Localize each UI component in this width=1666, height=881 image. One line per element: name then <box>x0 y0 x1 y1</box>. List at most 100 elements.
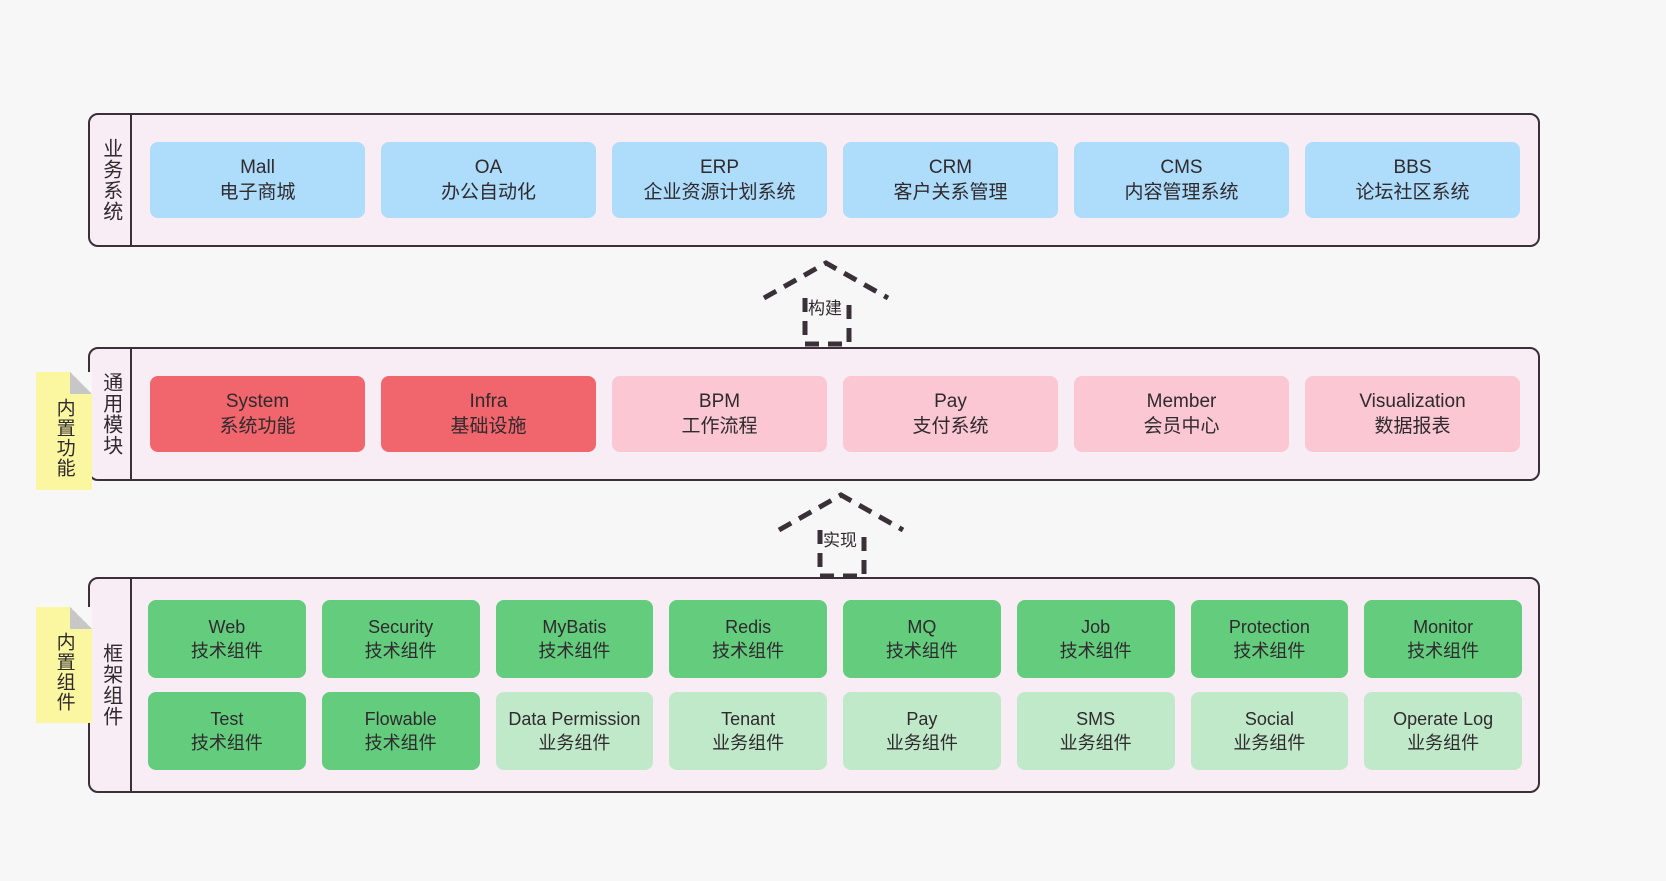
card-row: Web 技术组件 Security 技术组件 MyBatis 技术组件 Redi… <box>148 600 1522 678</box>
card-title-cn: 业务组件 <box>1407 733 1480 753</box>
card-title-cn: 工作流程 <box>681 416 758 437</box>
connector-implement: 实现 <box>765 490 945 579</box>
band-title-framework: 框架组件 <box>90 579 132 791</box>
card-title-en: SMS <box>1076 708 1116 729</box>
card-visualization[interactable]: Visualization 数据报表 <box>1305 376 1520 452</box>
card-title-cn: 系统功能 <box>219 416 296 437</box>
card-title-cn: 技术组件 <box>1233 641 1306 661</box>
card-mall[interactable]: Mall 电子商城 <box>150 142 365 218</box>
card-tenant[interactable]: Tenant 业务组件 <box>669 692 827 770</box>
card-title-en: Member <box>1146 390 1217 412</box>
dashed-stem-icon <box>817 530 867 579</box>
card-title-cn: 技术组件 <box>190 641 263 661</box>
sticky-note-builtin-features: 内置功能 <box>36 372 92 490</box>
card-sms[interactable]: SMS 业务组件 <box>1016 692 1175 770</box>
card-title-cn: 会员中心 <box>1143 416 1220 437</box>
card-title-cn: 技术组件 <box>712 641 785 661</box>
card-pay-business[interactable]: Pay 业务组件 <box>843 692 1001 770</box>
card-data-permission[interactable]: Data Permission 业务组件 <box>495 692 654 770</box>
card-title-cn: 数据报表 <box>1374 416 1451 437</box>
band-body-business: Mall 电子商城 OA 办公自动化 ERP 企业资源计划系统 CRM 客户关系… <box>132 115 1538 245</box>
card-title-en: System <box>225 390 290 412</box>
band-title-business: 业务系统 <box>90 115 132 245</box>
connector-label-build: 构建 <box>808 299 842 318</box>
card-redis[interactable]: Redis 技术组件 <box>669 600 827 678</box>
card-mybatis[interactable]: MyBatis 技术组件 <box>495 600 654 678</box>
band-body-common: System 系统功能 Infra 基础设施 BPM 工作流程 Pay 支付系统… <box>132 349 1538 479</box>
card-title-cn: 业务组件 <box>538 733 611 753</box>
card-title-en: Data Permission <box>508 708 641 729</box>
card-title-en: Flowable <box>364 708 437 729</box>
card-title-en: CRM <box>928 156 973 178</box>
card-title-cn: 办公自动化 <box>440 182 536 203</box>
card-title-cn: 业务组件 <box>1059 733 1132 753</box>
card-title-en: Pay <box>934 390 967 412</box>
card-title-en: ERP <box>699 156 740 178</box>
card-title-en: Test <box>210 708 244 729</box>
card-title-en: OA <box>474 156 503 178</box>
card-title-cn: 业务组件 <box>885 733 958 753</box>
card-title-cn: 企业资源计划系统 <box>643 182 796 203</box>
card-crm[interactable]: CRM 客户关系管理 <box>843 142 1058 218</box>
sticky-note-text: 内置功能 <box>53 398 75 478</box>
sticky-note-text: 内置组件 <box>53 632 75 712</box>
card-monitor[interactable]: Monitor 技术组件 <box>1364 600 1522 678</box>
card-row: Mall 电子商城 OA 办公自动化 ERP 企业资源计划系统 CRM 客户关系… <box>150 142 1520 218</box>
card-job[interactable]: Job 技术组件 <box>1016 600 1175 678</box>
card-title-cn: 业务组件 <box>712 733 785 753</box>
card-bpm[interactable]: BPM 工作流程 <box>612 376 827 452</box>
card-title-cn: 业务组件 <box>1233 733 1306 753</box>
card-infra[interactable]: Infra 基础设施 <box>381 376 596 452</box>
card-title-cn: 技术组件 <box>885 641 958 661</box>
card-title-en: Pay <box>906 708 938 729</box>
dashed-arrowhead-icon <box>762 260 890 301</box>
connector-build: 构建 <box>750 258 930 347</box>
card-title-cn: 技术组件 <box>1059 641 1132 661</box>
card-web[interactable]: Web 技术组件 <box>148 600 306 678</box>
card-title-cn: 内容管理系统 <box>1124 182 1239 203</box>
card-title-en: BBS <box>1393 156 1432 178</box>
card-title-en: CMS <box>1160 156 1203 178</box>
card-title-en: Operate Log <box>1393 708 1494 729</box>
card-test[interactable]: Test 技术组件 <box>148 692 306 770</box>
card-title-en: Web <box>208 616 246 637</box>
card-title-en: Mall <box>240 156 275 178</box>
card-title-en: MQ <box>907 616 937 637</box>
card-row: Test 技术组件 Flowable 技术组件 Data Permission … <box>148 692 1522 770</box>
card-member[interactable]: Member 会员中心 <box>1074 376 1289 452</box>
card-flowable[interactable]: Flowable 技术组件 <box>321 692 480 770</box>
band-body-framework: Web 技术组件 Security 技术组件 MyBatis 技术组件 Redi… <box>132 579 1538 791</box>
card-title-en: Redis <box>725 616 772 637</box>
connector-label-implement: 实现 <box>823 531 857 550</box>
card-pay[interactable]: Pay 支付系统 <box>843 376 1058 452</box>
card-title-cn: 电子商城 <box>219 182 296 203</box>
card-system[interactable]: System 系统功能 <box>150 376 365 452</box>
card-title-en: Security <box>368 616 434 637</box>
card-mq[interactable]: MQ 技术组件 <box>843 600 1001 678</box>
card-social[interactable]: Social 业务组件 <box>1190 692 1349 770</box>
card-oa[interactable]: OA 办公自动化 <box>381 142 596 218</box>
card-bbs[interactable]: BBS 论坛社区系统 <box>1305 142 1520 218</box>
card-operate-log[interactable]: Operate Log 业务组件 <box>1364 692 1522 770</box>
card-row: System 系统功能 Infra 基础设施 BPM 工作流程 Pay 支付系统… <box>150 376 1520 452</box>
card-title-cn: 技术组件 <box>1407 641 1480 661</box>
card-title-cn: 基础设施 <box>450 416 527 437</box>
card-title-en: Job <box>1081 616 1111 637</box>
card-erp[interactable]: ERP 企业资源计划系统 <box>612 142 827 218</box>
card-title-cn: 客户关系管理 <box>893 182 1008 203</box>
card-title-en: Tenant <box>721 708 776 729</box>
card-title-cn: 论坛社区系统 <box>1355 182 1470 203</box>
card-title-cn: 技术组件 <box>364 641 437 661</box>
card-title-en: BPM <box>698 390 741 412</box>
card-security[interactable]: Security 技术组件 <box>321 600 480 678</box>
dashed-arrowhead-icon <box>777 492 905 533</box>
card-cms[interactable]: CMS 内容管理系统 <box>1074 142 1289 218</box>
band-title-common: 通用模块 <box>90 349 132 479</box>
card-title-cn: 技术组件 <box>190 733 263 753</box>
band-framework-components: 框架组件 Web 技术组件 Security 技术组件 MyBatis 技术组件… <box>88 577 1540 793</box>
card-protection[interactable]: Protection 技术组件 <box>1190 600 1349 678</box>
card-title-en: Infra <box>469 390 508 412</box>
sticky-note-builtin-components: 内置组件 <box>36 607 92 723</box>
band-common-modules: 通用模块 System 系统功能 Infra 基础设施 BPM 工作流程 Pay… <box>88 347 1540 481</box>
